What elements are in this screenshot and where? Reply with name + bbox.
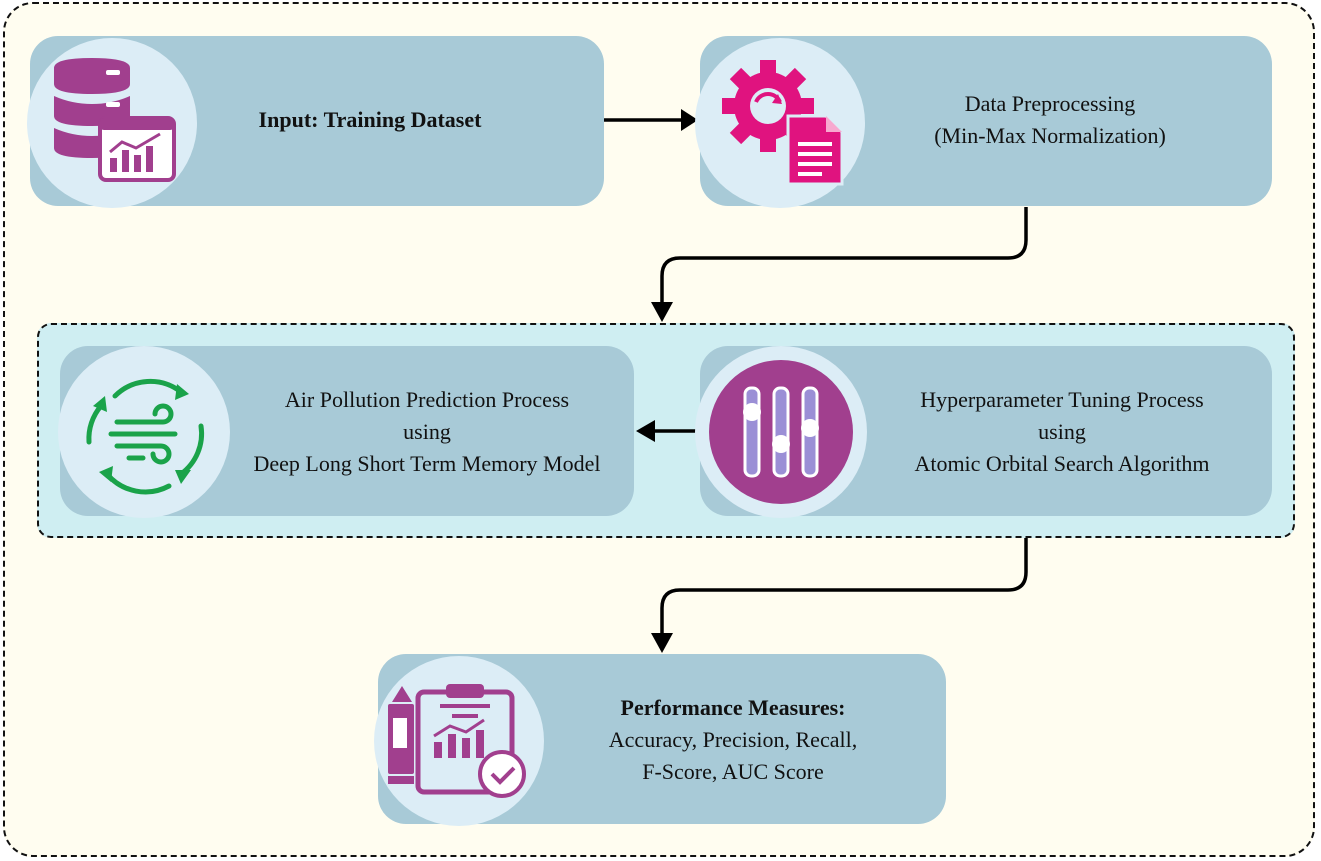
- prediction-using: using: [403, 419, 451, 444]
- arrow-input-to-preprocess: [604, 109, 698, 131]
- arrow-tuning-to-prediction: [636, 420, 697, 442]
- clipboard-chart-icon: [388, 684, 526, 798]
- database-chart-icon: [54, 58, 176, 182]
- performance-metrics-line1: Accuracy, Precision, Recall,: [608, 727, 858, 752]
- input-title: Input: Training Dataset: [258, 107, 482, 132]
- tuning-title: Hyperparameter Tuning Process: [920, 387, 1204, 412]
- prediction-title: Air Pollution Prediction Process: [284, 387, 570, 412]
- performance-box-label: Performance Measures: Accuracy, Precisio…: [548, 690, 918, 790]
- arrow-preprocess-to-tuning: [651, 207, 1028, 322]
- prediction-model: Deep Long Short Term Memory Model: [253, 451, 601, 476]
- tuning-algorithm: Atomic Orbital Search Algorithm: [914, 451, 1210, 476]
- preprocess-subtitle: (Min-Max Normalization): [934, 123, 1166, 148]
- wind-cycle-icon: [86, 378, 205, 495]
- input-box-label: Input: Training Dataset: [200, 80, 540, 160]
- tuning-box-label: Hyperparameter Tuning Process using Atom…: [872, 382, 1252, 482]
- tuning-using: using: [1038, 419, 1086, 444]
- performance-metrics-line2: F-Score, AUC Score: [642, 759, 824, 784]
- performance-title: Performance Measures:: [620, 695, 846, 720]
- arrow-tuning-to-performance: [651, 538, 1028, 653]
- prediction-box-label: Air Pollution Prediction Process using D…: [232, 382, 622, 482]
- preprocess-box-label: Data Preprocessing (Min-Max Normalizatio…: [880, 80, 1220, 160]
- sliders-icon: [709, 360, 853, 504]
- preprocess-title: Data Preprocessing: [964, 91, 1136, 116]
- gear-document-icon: [722, 60, 844, 186]
